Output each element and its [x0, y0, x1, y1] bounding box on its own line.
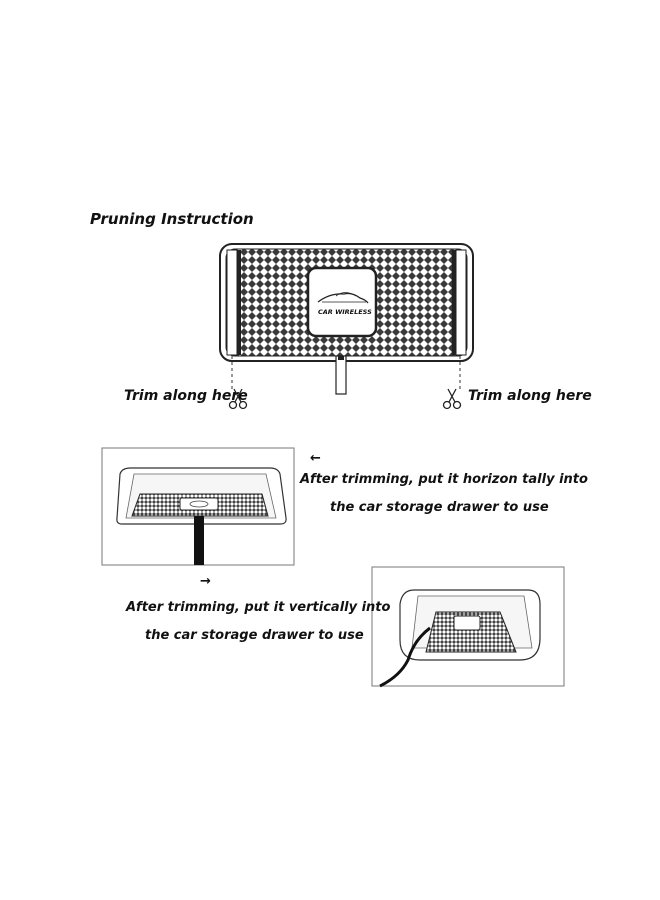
horizontal-instruction-line1: After trimming, put it horizon tally int…: [300, 472, 588, 487]
vertical-instruction-line1: After trimming, put it vertically into: [126, 600, 391, 615]
left-trim-strip: [226, 249, 238, 356]
car-silhouette-icon: [317, 292, 369, 304]
vertical-instruction-line2: the car storage drawer to use: [145, 628, 364, 643]
arrow-right-icon: →: [200, 574, 211, 589]
trim-right-label: Trim along here: [468, 388, 592, 404]
charging-cable: [335, 355, 347, 395]
arrow-left-icon: ←: [310, 451, 321, 466]
logo-text: CAR WIRELESS: [318, 308, 372, 316]
phone-pad: [219, 243, 474, 395]
vertical-placement-illustration: [371, 566, 565, 688]
right-trim-strip: [455, 249, 467, 356]
scissors-icon: [228, 388, 248, 410]
trim-left-label: Trim along here: [124, 388, 248, 404]
scissors-icon: [442, 388, 462, 410]
horizontal-instruction-line2: the car storage drawer to use: [330, 500, 549, 515]
horizontal-placement-illustration: [101, 447, 295, 566]
page-title: Pruning Instruction: [90, 210, 254, 228]
